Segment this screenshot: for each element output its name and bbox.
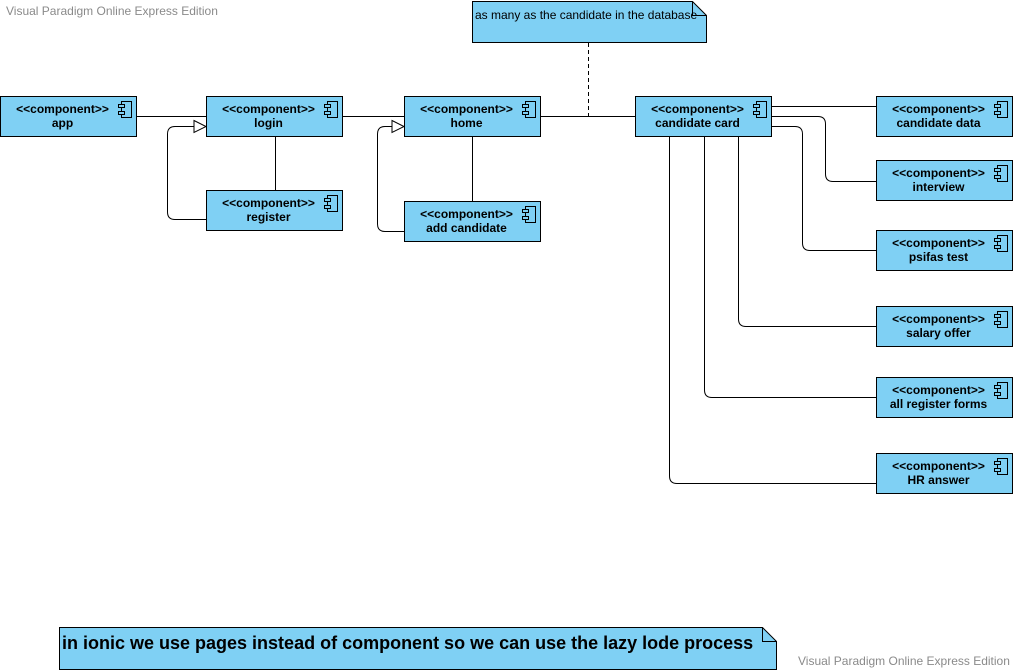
generalization-addcandidate-home [377,126,404,232]
connector-card-forms [704,137,876,398]
note-top-shape [472,1,707,43]
stereotype-label: <<component>> [420,102,513,116]
component-name: HR answer [907,473,970,487]
component-name: add candidate [426,221,507,235]
component-register[interactable]: <<component>> register [206,190,343,231]
note-bottom-shape [59,627,777,670]
watermark-top: Visual Paradigm Online Express Edition [6,4,218,18]
component-icon [994,101,1008,118]
component-login[interactable]: <<component>> login [206,96,343,137]
component-icon [994,235,1008,252]
component-candidate-card[interactable]: <<component>> candidate card [635,96,772,137]
component-candidate-data[interactable]: <<component>> candidate data [876,96,1013,137]
connector-card-psifas [772,126,876,251]
component-hr-answer[interactable]: <<component>> HR answer [876,453,1013,494]
stereotype-label: <<component>> [222,196,315,210]
connector-card-interview [772,116,876,182]
stereotype-label: <<component>> [892,236,985,250]
component-name: salary offer [906,326,971,340]
stereotype-label: <<component>> [892,166,985,180]
note-bottom-text: in ionic we use pages instead of compone… [62,633,754,653]
component-icon [522,101,536,118]
connector-card-salary [738,137,876,327]
note-bottom-fold [762,627,777,642]
component-icon [994,382,1008,399]
generalization-register-login [167,126,206,220]
component-salary-offer[interactable]: <<component>> salary offer [876,306,1013,347]
arrowhead-home [391,119,406,134]
component-icon [522,206,536,223]
component-icon [324,195,338,212]
stereotype-label: <<component>> [651,102,744,116]
arrowhead-login [193,119,208,134]
note-top-text: as many as the candidate in the database [475,8,698,22]
component-name: interview [912,180,965,194]
component-name: candidate data [896,116,981,130]
component-icon [753,101,767,118]
component-name: all register forms [889,397,988,411]
component-interview[interactable]: <<component>> interview [876,160,1013,201]
stereotype-label: <<component>> [222,102,315,116]
component-name: register [246,210,291,224]
component-app[interactable]: <<component>> app [0,96,137,137]
component-name: login [254,116,283,130]
stereotype-label: <<component>> [420,207,513,221]
stereotype-label: <<component>> [892,383,985,397]
component-icon [994,311,1008,328]
component-icon [994,458,1008,475]
watermark-bottom: Visual Paradigm Online Express Edition [798,654,1010,668]
component-icon [118,101,132,118]
component-name: candidate card [655,116,740,130]
stereotype-label: <<component>> [892,459,985,473]
component-name: app [51,116,74,130]
component-name: psifas test [908,250,969,264]
component-home[interactable]: <<component>> home [404,96,541,137]
component-psifas-test[interactable]: <<component>> psifas test [876,230,1013,271]
component-icon [324,101,338,118]
connector-card-hr [669,137,876,484]
component-all-register-forms[interactable]: <<component>> all register forms [876,377,1013,418]
stereotype-label: <<component>> [16,102,109,116]
component-icon [994,165,1008,182]
component-add-candidate[interactable]: <<component>> add candidate [404,201,541,242]
stereotype-label: <<component>> [892,102,985,116]
stereotype-label: <<component>> [892,312,985,326]
note-top-fold [692,1,707,16]
component-name: home [450,116,483,130]
